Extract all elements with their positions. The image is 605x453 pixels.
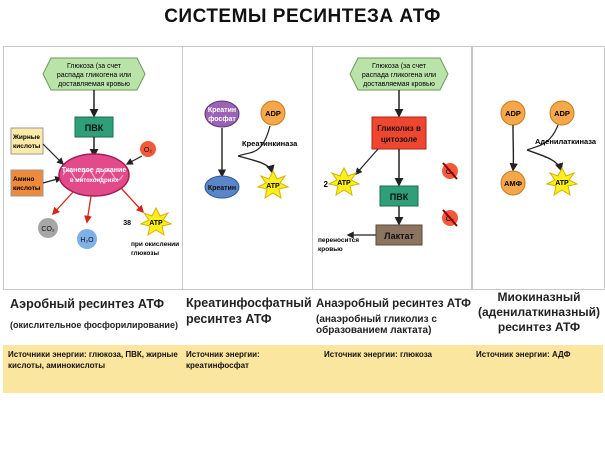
aerobic-diagram: Глюкоза (за счет распада гликогена или д… [10,57,179,257]
glucose-box [42,57,146,91]
atp-star [256,169,290,200]
myokinase-source: Источник энергии: АДФ [476,350,571,359]
glucose-text-1: Глюкоза (за счет [372,63,427,70]
adp-circle-2 [549,100,575,126]
enzyme-text: Аденилаткиназа [535,137,597,146]
lactate-text: Лактат [384,231,414,241]
creatine-phosphate-oval [204,100,240,128]
atp-note-1: при окислении [131,241,179,248]
atp-text: ATP [555,180,569,187]
atp-text: ATP [337,180,351,187]
anaerobic-diagram: Глюкоза (за счет распада гликогена или д… [318,57,458,253]
amino-text-2: кислоты [13,185,41,192]
pvk-text: ПВК [85,123,104,133]
atp-star [139,206,173,237]
adp-text-1: ADP [505,109,521,118]
glycolysis-box [371,116,427,150]
energy-sources-band [3,345,603,393]
fatty-text-1: Жирные [12,134,40,141]
o2-text: O₂ [144,147,152,154]
adp-circle [260,100,286,126]
glucose-text-1: Глюкоза (за счет [67,63,122,70]
amino-text-1: Амино [13,176,34,183]
fatty-acids-box [10,127,44,155]
myokinase-panel [472,46,605,290]
aerobic-subtitle: (окислительное фосфорилирование) [10,320,178,330]
glucose-text-3: доставляемая кровью [58,81,130,88]
o2-circle [140,141,156,157]
lactate-note-1: переносится [318,237,359,244]
page-title: СИСТЕМЫ РЕСИНТЕЗА АТФ [164,6,441,27]
glucose-box [349,57,449,91]
h2o-text: H₂O [80,237,94,244]
myokinase-title: Миокиназный (аденилаткиназный) ресинтез … [477,290,601,334]
creatine-title: Креатинфосфатный ресинтез АТФ [186,296,312,326]
glycolysis-text-1: Гликолиз в [377,124,421,133]
atp-count: 2 [324,180,329,189]
atp-text: ATP [149,220,163,227]
creatine-oval [204,175,240,199]
creatine-text: Креатин [208,185,236,192]
mitochondrion [58,153,130,197]
glucose-text-3: доставляемая кровью [363,81,435,88]
glucose-text-2: распада гликогена или [57,72,131,79]
atp-note-2: глюкозы [131,250,160,257]
mito-text-2: в митохондриях [70,178,119,184]
atp-star [327,166,361,197]
mito-text-1: Тканевое дыхание [62,167,127,174]
co2-circle [38,218,58,238]
creatine-source: Источник энергии: креатинфосфат [186,350,260,370]
adp-text-2: ADP [554,109,570,118]
enzyme-text: Креатинкиназа [242,139,298,148]
anaerobic-title: Анаэробный ресинтез АТФ (анаэробный глик… [316,298,471,336]
h2o-circle [77,229,97,249]
atp-star [545,166,579,197]
amino-acids-box [10,169,44,197]
aerobic-source: Источники энергии: глюкоза, ПВК, жирные … [8,350,178,370]
amf-circle [500,170,526,196]
anaerobic-source: Источник энергии: глюкоза [324,350,433,359]
creatine-phosphate-text-2: фосфат [208,116,236,123]
atp-text: ATP [266,183,280,190]
lactate-note-2: кровью [318,246,343,253]
myokinase-diagram: ADP ADP Аденилаткиназа АМФ ATP [500,100,597,197]
creatine-panel [182,46,313,290]
glycolysis-text-2: цитозоле [381,135,418,144]
co2-text: CO₂ [41,226,55,233]
amf-text: АМФ [504,179,523,188]
aerobic-title: Аэробный ресинтез АТФ (окислительное фос… [10,297,182,331]
pvk-text: ПВК [390,192,409,202]
creatine-diagram: Креатин фосфат ADP Креатинкиназа Креатин… [204,100,298,200]
glucose-text-2: распада гликогена или [362,72,436,79]
atp-count: 38 [123,220,131,227]
creatine-phosphate-text-1: Креатин [208,107,236,114]
fatty-text-2: кислоты [13,143,41,150]
adp-text: ADP [265,109,281,118]
anaerobic-subtitle: (анаэробный гликолиз с образованием лакт… [316,314,437,336]
